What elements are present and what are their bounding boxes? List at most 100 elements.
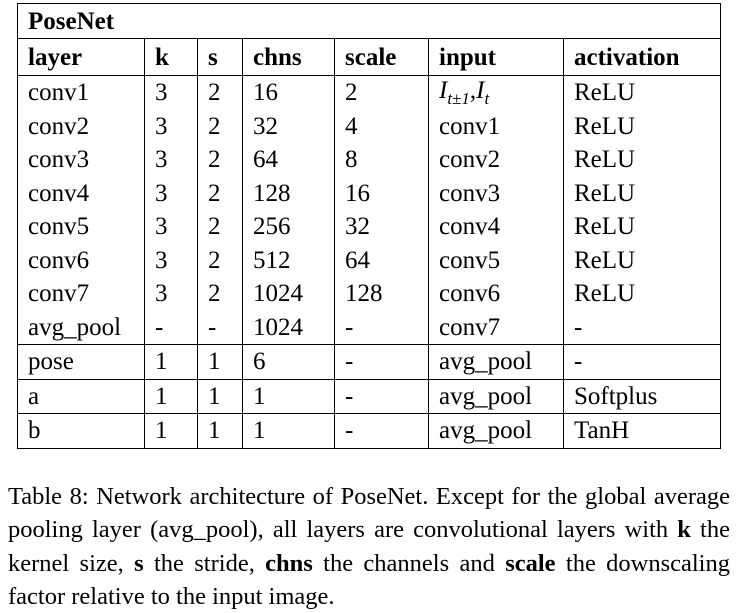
header-layer: layer [17,38,145,76]
cell-s: 2 [197,243,243,277]
cell-k: 3 [144,143,198,177]
cell-activation: TanH [562,413,722,449]
caption-scale-text: the downscaling factor relative to the i… [8,549,730,610]
cell-chns: 1 [242,413,335,449]
cell-activation: - [562,310,722,345]
math-subscript: t [484,89,490,109]
cell-chns: 512 [242,243,335,277]
cell-scale: 32 [334,210,429,244]
cell-input: conv3 [428,176,564,210]
table-header-row: layer k s chns scale input activation [17,38,722,76]
caption-k-text: the kernel size, [8,516,730,577]
cell-input: It±1,It [428,75,564,110]
cell-chns: 1024 [242,277,335,311]
cell-activation: ReLU [562,143,722,177]
math-separator: , [469,77,477,105]
cell-k: 1 [144,378,198,414]
cell-input: conv1 [428,109,564,143]
cell-chns: 32 [242,109,335,143]
cell-layer: conv5 [17,210,145,244]
cell-scale: - [334,310,429,345]
cell-activation: ReLU [562,277,722,311]
cell-s: - [197,310,243,345]
caption-chns: chns [265,549,313,577]
cell-k: 3 [144,109,198,143]
cell-activation: Softplus [562,378,722,414]
cell-scale: - [334,413,429,449]
cell-layer: pose [17,344,145,379]
header-s: s [197,38,243,76]
cell-s: 2 [197,176,243,210]
cell-scale: 2 [334,75,429,110]
cell-chns: 1 [242,378,335,414]
cell-scale: - [334,344,429,379]
cell-activation: ReLU [562,243,722,277]
cell-layer: conv4 [17,176,145,210]
caption-s-text: the stride, [143,549,266,577]
table-title-row: PoseNet [16,3,722,39]
cell-s: 1 [197,413,243,449]
cell-chns: 256 [242,210,335,244]
cell-activation: - [562,344,722,379]
header-chns: chns [242,38,335,76]
cell-layer: conv3 [17,143,145,177]
cell-layer: a [17,378,145,414]
math-I: I [439,77,448,105]
cell-scale: 8 [334,143,429,177]
caption-chns-text: the channels and [312,549,506,577]
cell-scale: 128 [334,277,429,311]
cell-scale: 16 [334,176,429,210]
table-row: avg_pool--1024-conv7- [17,310,722,345]
cell-scale: - [334,378,429,414]
cell-scale: 64 [334,243,429,277]
header-activation: activation [562,38,722,76]
header-scale: scale [334,38,429,76]
header-input: input [428,38,564,76]
cell-s: 2 [197,143,243,177]
cell-k: - [144,310,198,345]
cell-activation: ReLU [562,75,722,110]
cell-k: 3 [144,277,198,311]
cell-s: 2 [197,75,243,110]
architecture-table: PoseNet layer k s chns scale input activ… [16,3,722,449]
cell-layer: b [17,413,145,449]
cell-chns: 64 [242,143,335,177]
cell-activation: ReLU [562,176,722,210]
cell-input: avg_pool [428,378,564,414]
caption-prefix: Table 8: Network architecture of PoseNet… [8,483,730,544]
table-caption: Table 8: Network architecture of PoseNet… [8,480,730,613]
cell-layer: conv7 [17,277,145,311]
caption-scale: scale [505,549,556,577]
cell-s: 1 [197,378,243,414]
math-I: I [476,77,485,105]
cell-chns: 6 [242,344,335,379]
cell-k: 3 [144,210,198,244]
cell-k: 1 [144,413,198,449]
math-subscript: t±1 [447,89,470,109]
cell-s: 1 [197,344,243,379]
cell-chns: 16 [242,75,335,110]
cell-activation: ReLU [562,109,722,143]
cell-k: 3 [144,176,198,210]
cell-s: 2 [197,109,243,143]
cell-layer: conv1 [17,75,145,110]
cell-activation: ReLU [562,210,722,244]
cell-input: conv2 [428,143,564,177]
cell-input: conv5 [428,243,564,277]
cell-s: 2 [197,277,243,311]
cell-scale: 4 [334,109,429,143]
cell-s: 2 [197,210,243,244]
cell-input: conv4 [428,210,564,244]
cell-k: 3 [144,243,198,277]
cell-chns: 1024 [242,310,335,345]
header-k: k [144,38,198,76]
cell-layer: avg_pool [17,310,145,345]
